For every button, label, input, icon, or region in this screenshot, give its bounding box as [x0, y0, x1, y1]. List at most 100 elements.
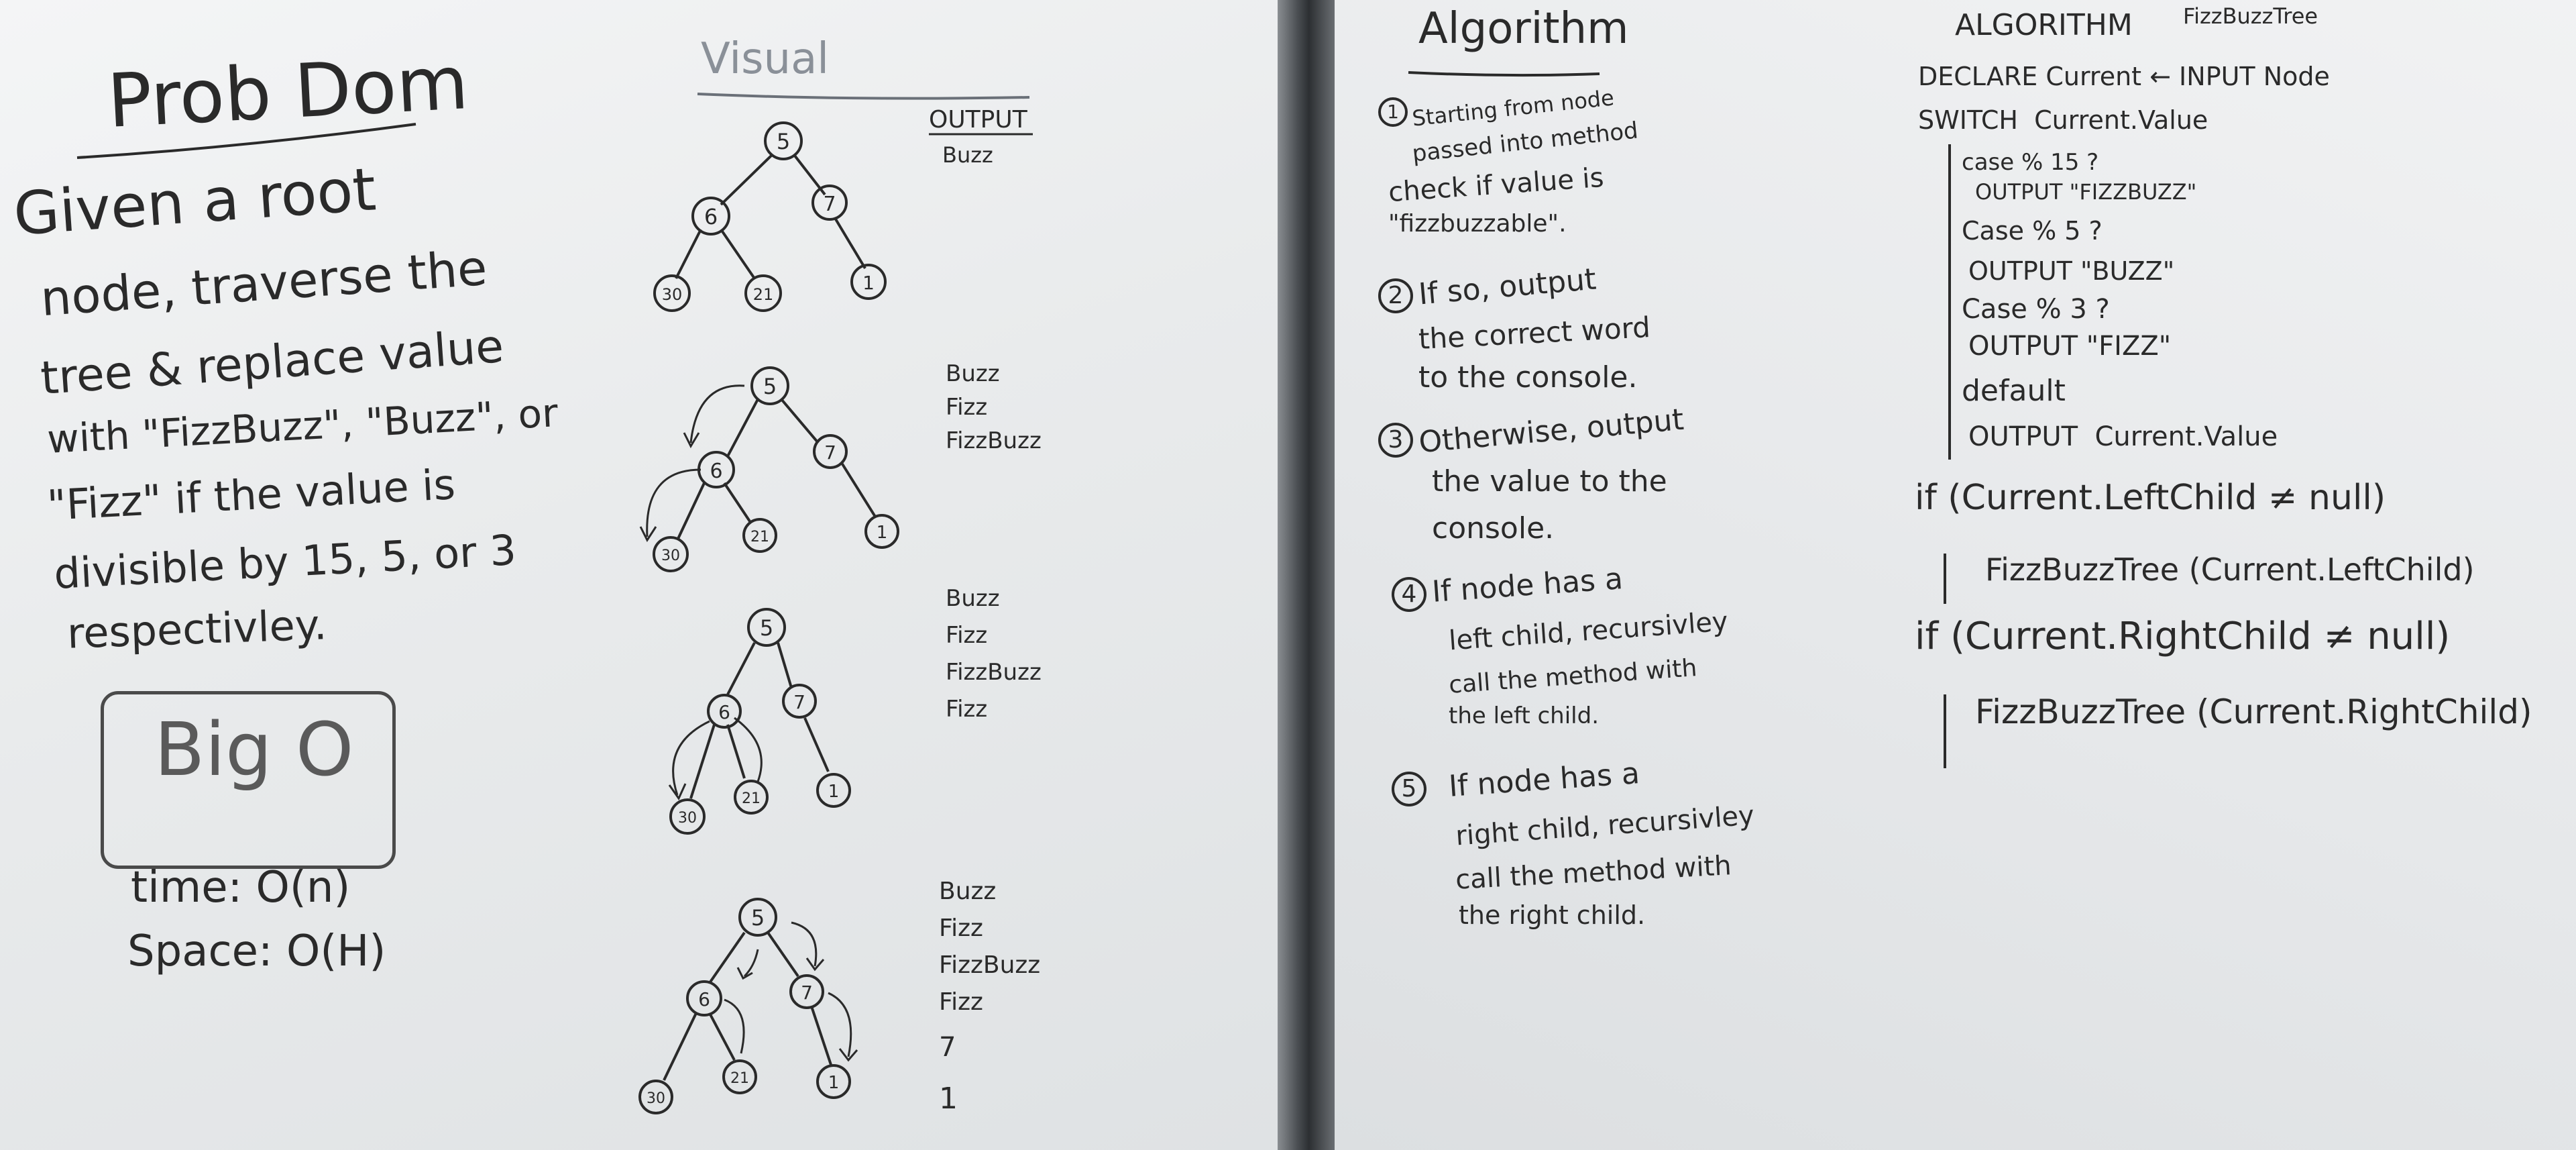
- tree-2-node-21: 21: [742, 518, 777, 553]
- tree-3-node-21: 21: [734, 780, 769, 815]
- pseudocode-line-10: OUTPUT Current.Value: [1968, 421, 2278, 452]
- board-divider: [1278, 0, 1335, 1150]
- step-5-number: 5: [1392, 772, 1426, 806]
- switch-indent-bar: [1948, 144, 1951, 460]
- time-complexity: time: O(n): [131, 863, 351, 912]
- svg-text:6: 6: [710, 460, 722, 483]
- tree-3-node-7: 7: [782, 684, 817, 719]
- svg-text:5: 5: [760, 615, 773, 641]
- tree-1-node-1: 1: [850, 264, 887, 300]
- step-3-line-2: the value to the: [1432, 464, 1667, 499]
- tree-1-node-7: 7: [811, 185, 848, 221]
- tree-3-node-1: 1: [816, 773, 851, 808]
- svg-text:21: 21: [750, 529, 769, 545]
- pseudocode-line-12: FizzBuzzTree (Current.LeftChild): [1985, 552, 2475, 588]
- svg-text:21: 21: [730, 1070, 749, 1087]
- output-2-line-2: Fizz: [946, 394, 988, 421]
- space-complexity: Space: O(H): [127, 927, 386, 976]
- tree-4-node-30: 30: [638, 1080, 673, 1114]
- tree-2-arrow-left: [683, 384, 745, 449]
- step-2-number: 2: [1378, 278, 1413, 313]
- pseudocode-line-11: if (Current.LeftChild ≠ null): [1915, 478, 2386, 518]
- svg-text:21: 21: [742, 790, 761, 807]
- title-underline: [76, 123, 416, 159]
- pseudocode-name: FizzBuzzTree: [2183, 3, 2318, 29]
- bigo-box: [101, 691, 396, 869]
- bigo-title: Big O: [154, 707, 354, 792]
- output-1-line-1: Buzz: [942, 142, 993, 168]
- output-4-line-1: Buzz: [939, 878, 997, 905]
- step-1-line-4: "fizzbuzzable".: [1388, 210, 1567, 238]
- pseudocode-line-7: Case % 3 ?: [1962, 294, 2110, 325]
- if-left-indent-bar: [1944, 554, 1946, 604]
- pseudocode-line-5: Case % 5 ?: [1962, 216, 2103, 246]
- svg-text:30: 30: [647, 1090, 665, 1107]
- tree-3-arrow-right: [734, 717, 763, 782]
- svg-text:30: 30: [661, 547, 680, 564]
- pseudocode-title: ALGORITHM: [1955, 8, 2133, 42]
- tree-4-node-5: 5: [738, 898, 777, 937]
- step-3-number: 3: [1378, 423, 1413, 458]
- output-2-line-1: Buzz: [946, 360, 1000, 387]
- pseudocode-line-4: OUTPUT "FIZZBUZZ": [1975, 179, 2197, 205]
- tree-4-arrow-right: [791, 921, 825, 972]
- svg-text:5: 5: [763, 374, 777, 399]
- pseudocode-line-13: if (Current.RightChild ≠ null): [1915, 615, 2451, 658]
- step-4-number: 4: [1392, 577, 1426, 612]
- output-3-line-3: FizzBuzz: [946, 659, 1042, 686]
- output-4-line-6: 1: [939, 1082, 958, 1116]
- tree-1-node-5: 5: [764, 121, 803, 160]
- svg-text:7: 7: [823, 193, 836, 216]
- output-4-line-3: FizzBuzz: [939, 951, 1041, 979]
- tree-2-node-6: 6: [697, 451, 735, 488]
- output-4-line-5: 7: [939, 1032, 956, 1063]
- svg-text:30: 30: [662, 285, 683, 304]
- pseudocode-line-14: FizzBuzzTree (Current.RightChild): [1975, 692, 2532, 731]
- tree-3-node-30: 30: [669, 798, 706, 835]
- tree-1-node-30: 30: [653, 274, 691, 312]
- tree-4-arrow-7-right: [828, 992, 858, 1062]
- tree-1-node-21: 21: [744, 274, 782, 312]
- pseudocode-line-8: OUTPUT "FIZZ": [1968, 331, 2172, 362]
- output-3-line-1: Buzz: [946, 585, 1000, 612]
- svg-text:30: 30: [678, 810, 697, 827]
- tree-4-node-6: 6: [686, 980, 722, 1016]
- pseudocode-line-1: DECLARE Current ← INPUT Node: [1918, 62, 2330, 91]
- svg-text:1: 1: [877, 523, 888, 543]
- svg-text:1: 1: [862, 272, 875, 294]
- svg-text:6: 6: [704, 204, 718, 229]
- pseudocode-line-9: default: [1962, 374, 2066, 408]
- tree-4: 5 6 7 30 21 1: [638, 898, 858, 1114]
- tree-1: 5 6 7 30 21 1: [653, 121, 887, 312]
- tree-3-node-6: 6: [707, 694, 742, 729]
- pseudocode-line-6: OUTPUT "BUZZ": [1968, 256, 2175, 286]
- svg-text:1: 1: [828, 1073, 840, 1093]
- svg-text:5: 5: [777, 129, 790, 154]
- step-2-line-3: to the console.: [1418, 360, 1638, 395]
- step-3-line-3: console.: [1432, 511, 1555, 545]
- output-4-line-4: Fizz: [939, 988, 983, 1016]
- svg-text:7: 7: [793, 691, 805, 713]
- svg-text:21: 21: [753, 285, 774, 304]
- tree-4-node-7: 7: [789, 974, 824, 1009]
- step-5-line-4: the right child.: [1459, 900, 1646, 930]
- svg-text:7: 7: [824, 441, 836, 464]
- output-3-line-2: Fizz: [946, 622, 988, 649]
- tree-2: 5 6 7 30 21 1: [639, 366, 899, 572]
- svg-text:5: 5: [751, 905, 765, 931]
- algorithm-title: Algorithm: [1418, 4, 1629, 54]
- tree-4-arrow-6-right: [724, 998, 745, 1054]
- svg-text:7: 7: [801, 982, 813, 1004]
- if-right-indent-bar: [1944, 694, 1946, 768]
- pseudocode-line-3: case % 15 ?: [1962, 149, 2099, 176]
- tree-1-node-6: 6: [691, 197, 730, 236]
- output-3-line-4: Fizz: [946, 696, 988, 723]
- tree-3-node-5: 5: [747, 608, 786, 647]
- svg-text:6: 6: [718, 701, 730, 723]
- svg-text:6: 6: [698, 988, 710, 1010]
- step-4-line-4: the left child.: [1449, 702, 1600, 729]
- tree-2-node-5: 5: [750, 366, 789, 405]
- visual-underline: [697, 93, 1030, 100]
- tree-2-node-1: 1: [864, 514, 899, 549]
